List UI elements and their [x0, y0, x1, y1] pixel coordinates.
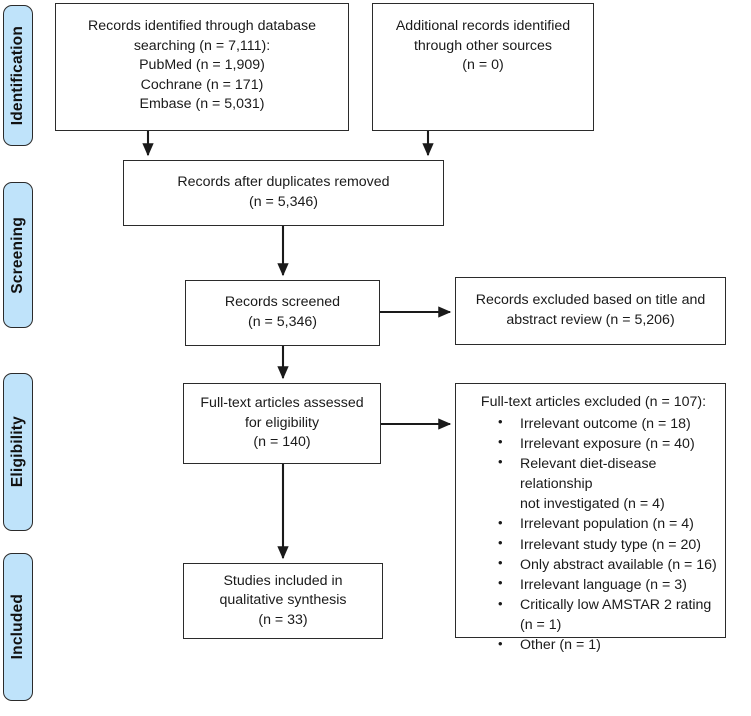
fulltext-excluded-heading: Full-text articles excluded (n = 107):: [480, 394, 707, 410]
list-item: Critically low AMSTAR 2 rating (n = 1): [498, 594, 717, 635]
list-item: Relevant diet-disease relationship not i…: [498, 453, 717, 514]
stage-label-included-text: Included: [9, 594, 27, 660]
list-item: Irrelevant population (n = 4): [498, 514, 717, 534]
box-records-screened-text: Records screened (n = 5,346): [224, 294, 341, 330]
list-item: Irrelevant language (n = 3): [498, 574, 717, 595]
box-records-identified-database-text: Records identified through database sear…: [88, 18, 316, 113]
list-item: Irrelevant study type (n = 20): [498, 534, 717, 555]
stage-label-identification: Identification: [3, 5, 33, 146]
stage-label-screening: Screening: [3, 182, 33, 328]
box-records-screened: Records screened (n = 5,346): [185, 280, 380, 346]
box-studies-included-text: Studies included in qualitative synthesi…: [219, 572, 347, 628]
box-additional-records-other-sources-text: Additional records identified through ot…: [395, 18, 571, 74]
box-fulltext-excluded: Full-text articles excluded (n = 107): I…: [455, 383, 726, 653]
list-item: Only abstract available (n = 16): [498, 554, 717, 575]
stage-label-eligibility: Eligibility: [3, 373, 33, 531]
box-records-excluded-text: Records excluded based on title and abst…: [475, 292, 706, 328]
stage-label-eligibility-text: Eligibility: [9, 416, 27, 488]
list-item: Irrelevant exposure (n = 40): [498, 433, 717, 454]
fulltext-excluded-list: Irrelevant outcome (n = 18) Irrelevant e…: [464, 413, 717, 656]
box-fulltext-assessed-text: Full-text articles assessed for eligibil…: [200, 395, 364, 451]
stage-label-screening-text: Screening: [9, 216, 27, 294]
box-records-identified-database: Records identified through database sear…: [55, 3, 349, 131]
stage-label-identification-text: Identification: [9, 25, 27, 126]
box-records-after-duplicates-removed-text: Records after duplicates removed (n = 5,…: [177, 174, 390, 210]
list-item: Irrelevant outcome (n = 18): [498, 413, 717, 434]
box-fulltext-assessed: Full-text articles assessed for eligibil…: [183, 383, 381, 464]
box-records-excluded: Records excluded based on title and abst…: [455, 277, 726, 345]
box-additional-records-other-sources: Additional records identified through ot…: [372, 3, 594, 131]
box-studies-included: Studies included in qualitative synthesi…: [183, 563, 383, 639]
stage-label-included: Included: [3, 553, 33, 701]
box-records-after-duplicates-removed: Records after duplicates removed (n = 5,…: [123, 160, 444, 226]
list-item: Other (n = 1): [498, 635, 717, 655]
